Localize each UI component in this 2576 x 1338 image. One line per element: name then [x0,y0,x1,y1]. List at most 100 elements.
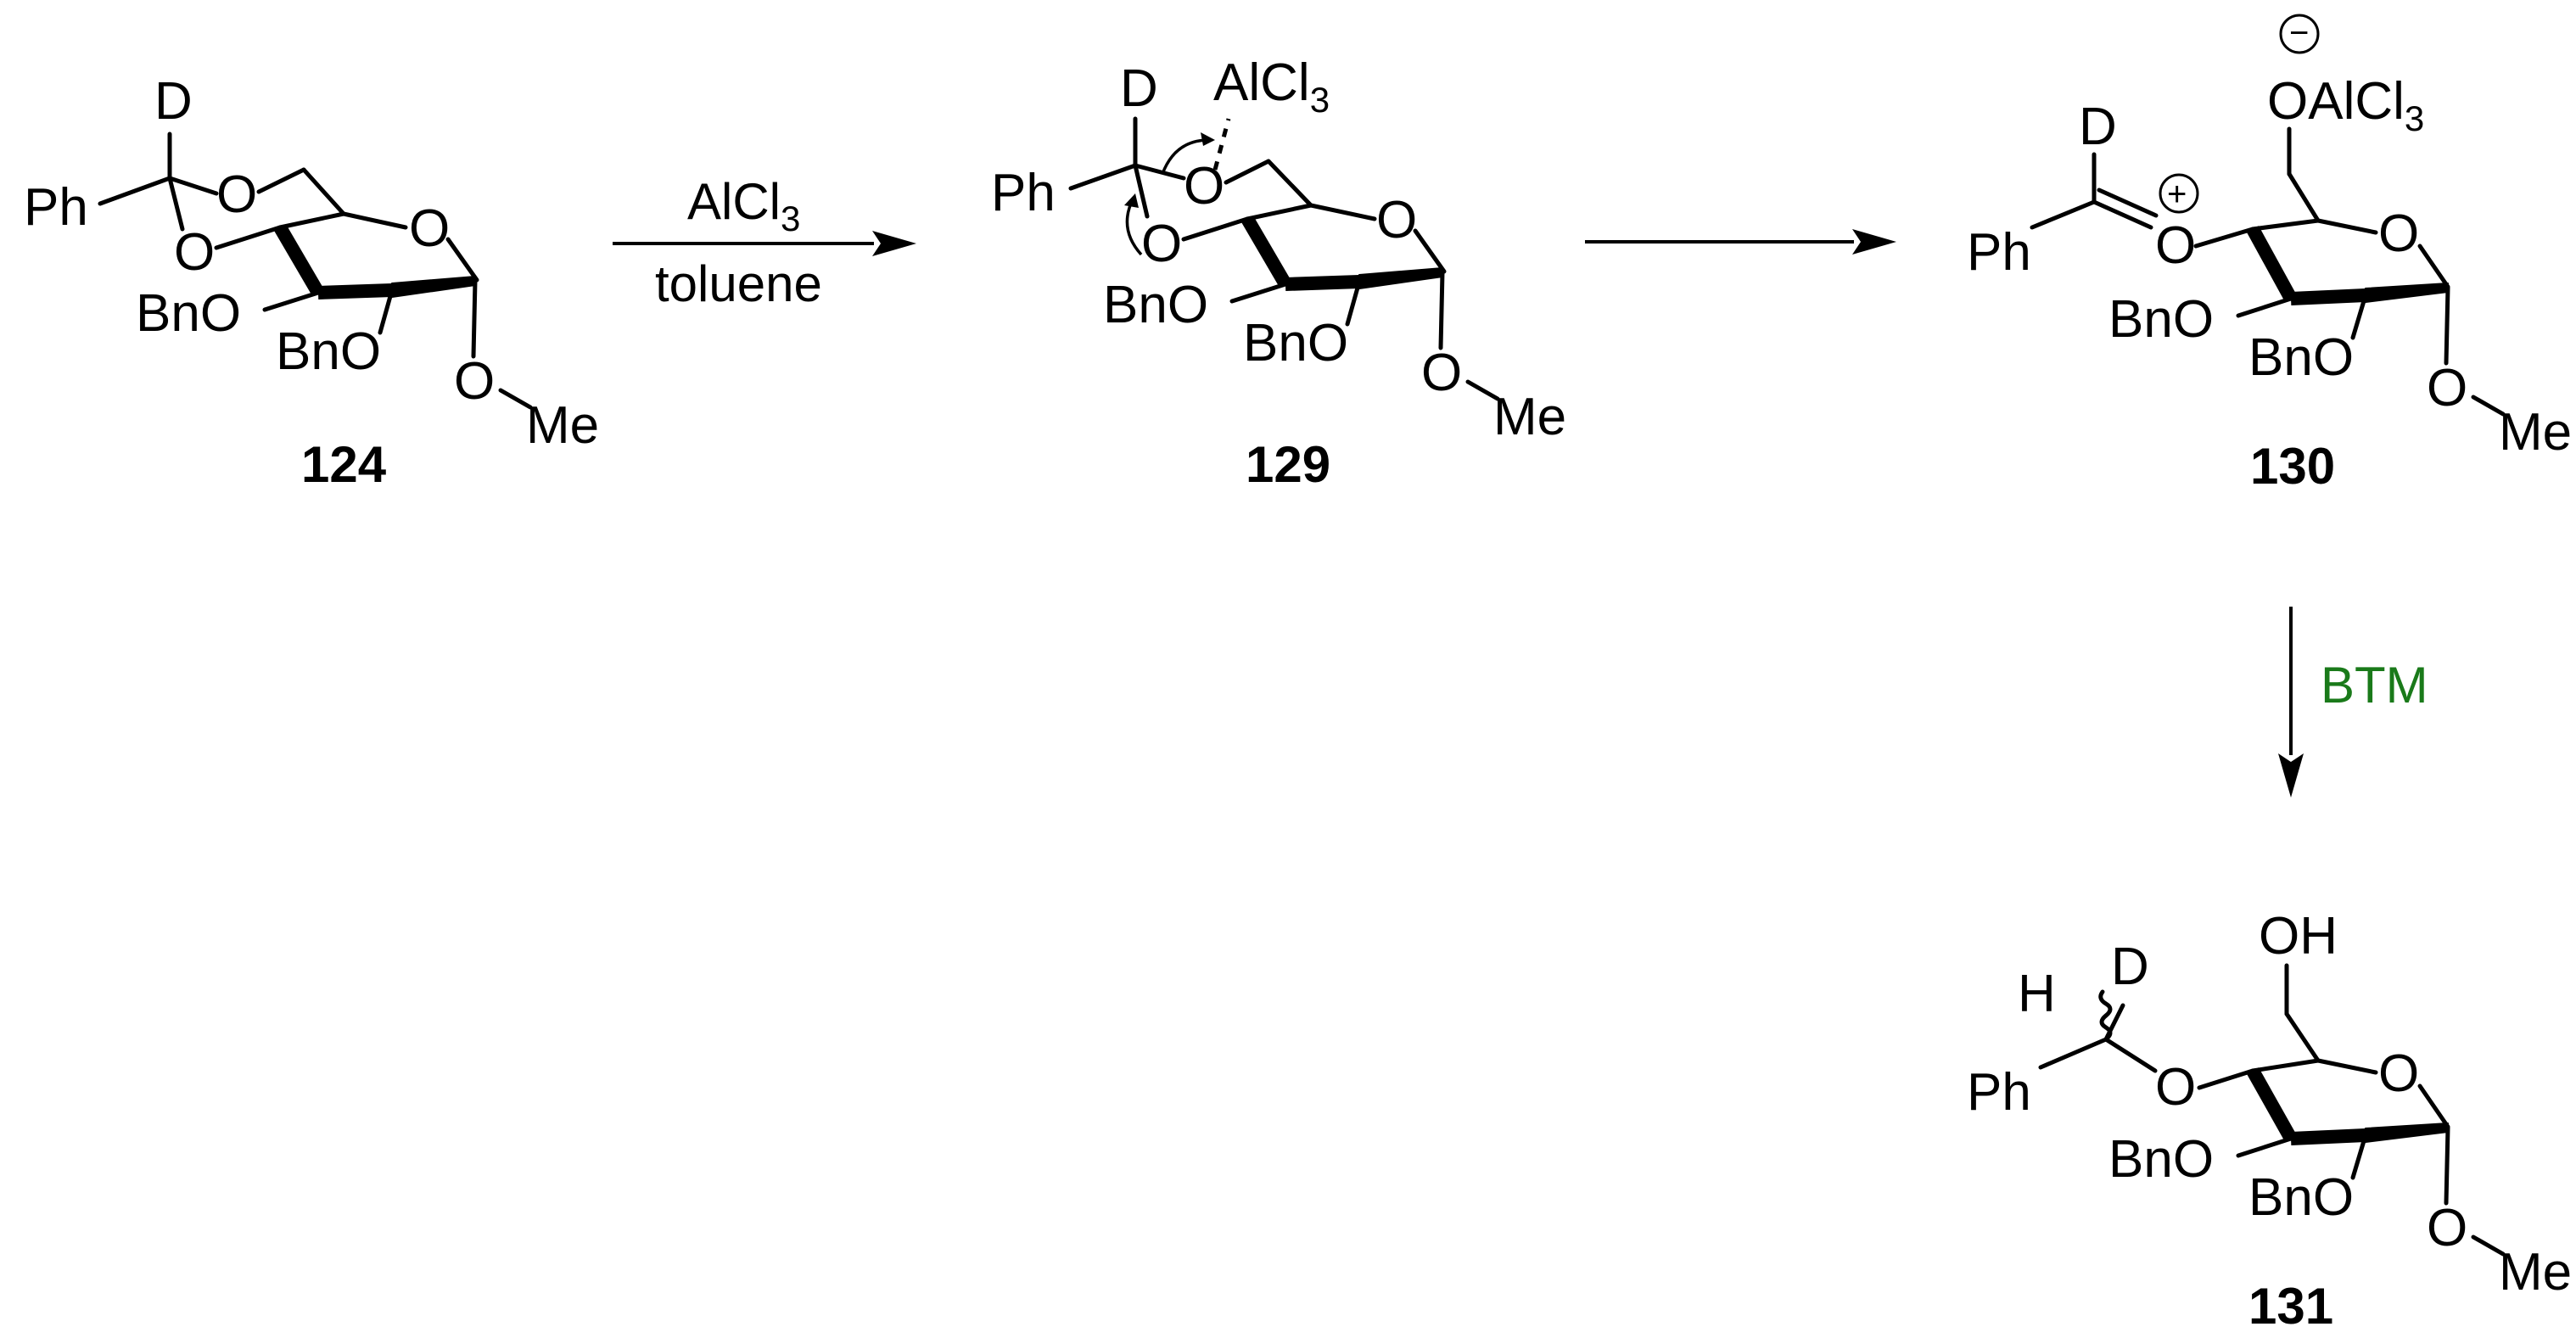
atom-me: Me [2499,1243,2572,1302]
bond-c5-oring [2316,1058,2378,1075]
bond-c2-c1-wedge [1358,267,1443,289]
bond-c-o-double-b [2097,188,2159,218]
atom-o-ring: O [1376,191,1417,249]
bond-c3-c2 [2290,288,2366,305]
bond-c4-c3 [2247,1067,2297,1142]
bond-c2-c1-wedge [391,276,476,298]
bond-c-o-bottom [167,176,185,232]
atom-d: D [2079,98,2117,156]
bond-c4-c3 [2246,226,2298,302]
positive-charge-ring [2159,173,2199,214]
atom-bno-left: BnO [1103,276,1208,334]
positive-charge: + [2167,176,2187,213]
bond-c5-c4 [2250,1058,2321,1073]
atom-o-ring: O [2378,1044,2419,1103]
bond-c5-oring [341,211,408,230]
bond-c-ph [2030,199,2097,230]
atom-o-acetal-top: O [216,165,257,224]
bond-c1-o [471,278,478,359]
bond-c5-c4 [2250,218,2321,232]
bond-c-ph [1068,163,1138,191]
bond-o-c4 [2193,227,2255,249]
atom-h: H [2018,965,2056,1023]
atom-o-acetal-top: O [1184,157,1224,216]
arrow-1-head [872,231,916,256]
bond-c2-c1-wedge [2365,283,2449,303]
atom-d: D [1120,59,1158,118]
bond-c5-oring [2316,218,2378,235]
bond-c5-oring [1308,203,1377,221]
bond-c3-obn [2236,1136,2293,1158]
bond-o-me [2471,1234,2506,1257]
compound-number-130: 130 [2250,438,2335,495]
atom-d: D [2111,938,2149,996]
bond-oring-c1 [1413,228,1447,274]
bond-o-me [2471,395,2506,417]
bond-o-me [1465,379,1500,401]
bond-c4-c3 [274,223,324,297]
compound-129: D AlCl3 Ph O O O BnO BnO O Me 129 [991,53,1566,493]
bond-oring-c1 [2417,1083,2450,1129]
solvent-toluene: toluene [655,255,822,312]
atom-ph: Ph [991,164,1056,222]
compound-124: D Ph O O O BnO BnO O Me 124 [24,72,599,493]
atom-bno-right: BnO [2248,328,2354,387]
atom-o-ring: O [409,199,450,258]
atom-o-oxocarbenium: O [2155,216,2196,275]
atom-oh: OH [2259,907,2338,966]
atom-o-acetal-bottom: O [174,223,215,282]
bond-c-ph [2038,1037,2108,1070]
bond-c-o-double-a [2092,199,2153,230]
atom-bno-left: BnO [136,284,241,343]
bond-c3-c2 [1285,275,1360,291]
bond-c3-obn [1229,282,1288,304]
bond-otop-c6 [256,167,306,194]
atom-me: Me [2499,403,2572,462]
atom-o-anomeric: O [2427,1199,2467,1257]
bond-c3-obn [2236,296,2293,318]
atom-bno-left: BnO [2108,1130,2214,1189]
compound-130: + − D Ph O OAlCl3 O BnO BnO O Me 130 [1967,14,2572,495]
bond-c2-obn [2350,1133,2368,1180]
atom-o-anomeric: O [1421,344,1462,402]
bond-c6-c5 [301,167,346,216]
bond-obottom-c4 [214,225,283,250]
bond-c-d [2103,1003,2125,1042]
bond-c1-o [2444,1125,2450,1206]
bond-otop-c6 [1224,159,1271,185]
curly-arrow-c-o-break [1125,199,1143,256]
atom-o-acetal-bottom: O [1141,215,1182,273]
bond-c-o [2103,1037,2158,1073]
atom-o-anomeric: O [454,352,495,411]
atom-bno-right: BnO [2248,1168,2354,1227]
compound-number-129: 129 [1246,436,1330,493]
curly-arrow-head-1 [1201,132,1215,146]
bond-c2-obn [1345,279,1362,327]
reagent-btm: BTM [2321,657,2428,714]
bond-c-o-bottom [1133,163,1150,219]
bond-c3-c2 [2290,1128,2366,1145]
atom-ph: Ph [24,178,88,237]
bond-c5-c4 [1245,203,1313,221]
reaction-arrow-3: BTM [2278,607,2428,798]
bond-c5-c4 [277,211,346,230]
bond-o-c4 [2197,1068,2255,1090]
atom-ph: Ph [1967,223,2031,282]
negative-charge: − [2289,14,2309,52]
bond-c2-obn [2350,293,2368,340]
negative-charge-ring [2279,14,2320,54]
compound-number-124: 124 [301,436,387,493]
atom-ph: Ph [1967,1063,2031,1122]
bond-c-ph [98,176,172,206]
bond-c6-c5 [1266,159,1313,208]
reaction-arrow-2 [1585,229,1896,255]
atom-o-anomeric: O [2427,359,2467,417]
compound-number-131: 131 [2248,1278,2333,1335]
bond-c5-c6 [2284,1011,2321,1063]
atom-bno-left: BnO [2108,290,2214,349]
atom-alcl3: AlCl3 [1213,53,1330,120]
arrow-2-head [1852,229,1896,255]
bond-c4-c3 [1241,215,1291,288]
bond-c-o-top [1133,163,1186,181]
